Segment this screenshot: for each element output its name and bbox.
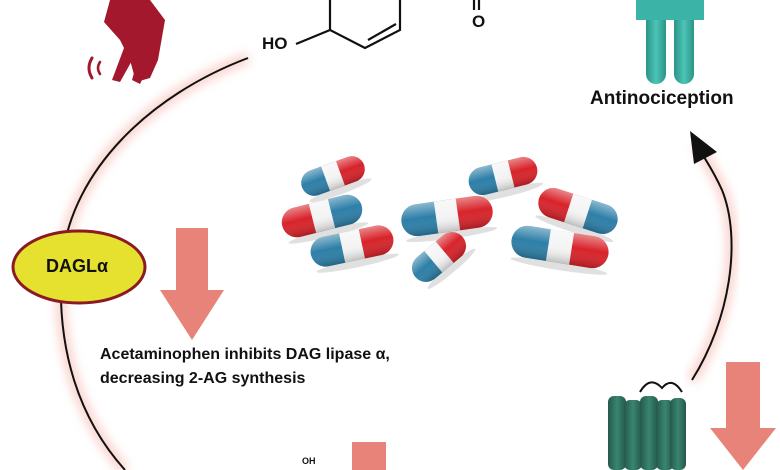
dagl-alpha-badge <box>11 229 147 305</box>
acetaminophen-structure <box>295 0 481 50</box>
capsule <box>510 225 609 275</box>
capsule <box>468 156 544 202</box>
capsule-pile <box>281 156 618 289</box>
capsule <box>310 225 399 273</box>
hydroxyl-label: HO <box>262 34 288 53</box>
caption-text: Acetaminophen inhibits DAG lipase α, dec… <box>100 343 390 391</box>
cb-receptor-icon <box>636 0 704 84</box>
dagl-alpha-label: DAGLα <box>46 256 109 276</box>
caption-line-1: Acetaminophen inhibits DAG lipase α, <box>100 346 390 363</box>
cycle-arrowhead <box>690 131 717 164</box>
pain-figure-icon <box>87 0 165 84</box>
decrease-arrow-bottom <box>352 442 386 470</box>
capsule <box>281 194 369 244</box>
caption-line-2: decreasing 2-AG synthesis <box>100 370 306 387</box>
capsule <box>301 156 372 203</box>
decrease-arrow-left <box>160 228 224 340</box>
capsule <box>411 232 476 289</box>
capsule <box>401 195 498 243</box>
cycle-line-right <box>691 149 733 381</box>
hydroxyl-label-small: OH <box>302 456 316 466</box>
decrease-arrow-right <box>710 362 776 470</box>
cycle-glow-right <box>687 141 737 383</box>
antinociception-label: Antinociception <box>590 88 734 109</box>
ion-channel-icon <box>608 381 686 470</box>
capsule <box>535 187 618 242</box>
oxygen-label: O <box>472 12 486 31</box>
